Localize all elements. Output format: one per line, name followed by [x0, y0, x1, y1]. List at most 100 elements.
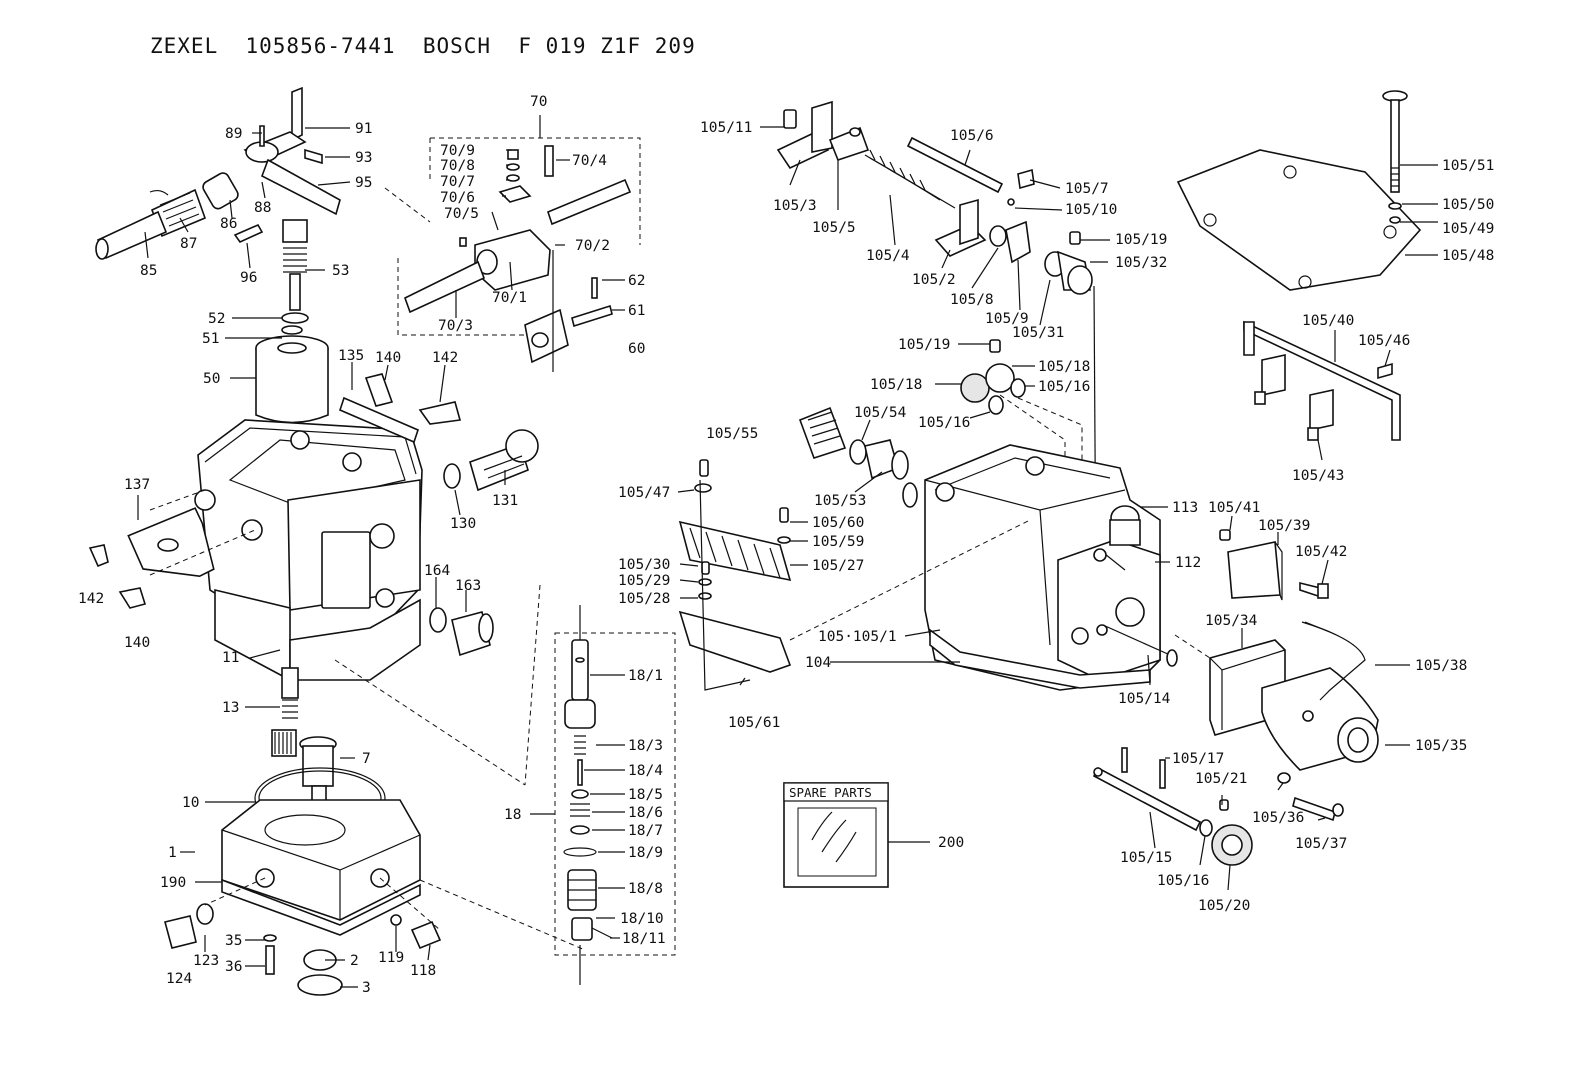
callout-112: 112: [1175, 555, 1201, 571]
callout-105-105-1: 105·105/1: [818, 629, 897, 645]
callout-105-14: 105/14: [1118, 691, 1171, 707]
callout-105-29: 105/29: [618, 573, 670, 589]
callout-131: 131: [492, 493, 518, 509]
governor-housing: [789, 444, 1178, 691]
callout-140-top: 140: [375, 350, 401, 366]
callout-105-3: 105/3: [773, 198, 817, 214]
callout-137: 137: [124, 477, 150, 493]
callout-70-4: 70/4: [572, 153, 607, 169]
callout-61: 61: [628, 303, 645, 319]
diagram-title: ZEXEL 105856-7441 BOSCH F 019 Z1F 209: [150, 34, 696, 58]
callout-89: 89: [225, 126, 242, 142]
leader-lines: [137, 115, 1438, 988]
callout-105-15: 105/15: [1120, 850, 1172, 866]
callout-105-60: 105/60: [812, 515, 864, 531]
callout-105-54: 105/54: [854, 405, 907, 421]
callout-105-61: 105/61: [728, 715, 780, 731]
callout-190: 190: [160, 875, 186, 891]
callout-105-39: 105/39: [1258, 518, 1310, 534]
solenoid-50: [255, 325, 329, 424]
callout-105-55: 105/55: [706, 426, 758, 442]
callout-105-11: 105/11: [700, 120, 752, 136]
callout-86: 86: [220, 216, 237, 232]
callout-96: 96: [240, 270, 257, 286]
callout-130: 130: [450, 516, 476, 532]
fitting-131: [443, 429, 539, 492]
callout-70-6: 70/6: [440, 190, 475, 206]
callout-105-16-bottom: 105/16: [1157, 873, 1209, 889]
callout-labels: 70 70/9 70/8 70/7 70/6 70/5 70/4 70/2 70…: [78, 94, 1494, 996]
callout-142-left: 142: [78, 591, 104, 607]
callout-105-38: 105/38: [1415, 658, 1467, 674]
callout-105-28: 105/28: [618, 591, 670, 607]
callout-105-30: 105/30: [618, 557, 670, 573]
callout-50: 50: [203, 371, 220, 387]
group-70: [397, 137, 641, 372]
callout-95: 95: [355, 175, 372, 191]
callout-18-3: 18/3: [628, 738, 663, 754]
callout-11: 11: [222, 650, 239, 666]
callout-87: 87: [180, 236, 197, 252]
callout-7: 7: [362, 751, 371, 767]
callout-88: 88: [254, 200, 271, 216]
callout-105-27: 105/27: [812, 558, 864, 574]
spare-parts-box: SPARE PARTS 200: [783, 782, 964, 888]
callout-51: 51: [202, 331, 219, 347]
callout-18-11: 18/11: [622, 931, 666, 947]
callout-105-43: 105/43: [1292, 468, 1344, 484]
callout-18-6: 18/6: [628, 805, 663, 821]
callout-105-35: 105/35: [1415, 738, 1467, 754]
bracket-39: [1219, 529, 1329, 601]
callout-105-42: 105/42: [1295, 544, 1347, 560]
cover-plate: [1176, 90, 1422, 291]
callout-105-9: 105/9: [985, 311, 1029, 327]
callout-70: 70: [530, 94, 547, 110]
callout-105-31: 105/31: [1012, 325, 1064, 341]
callout-70-3: 70/3: [438, 318, 473, 334]
motor: [1174, 621, 1379, 822]
base-1: [164, 799, 442, 996]
callout-10: 10: [182, 795, 199, 811]
callout-124: 124: [166, 971, 192, 987]
callout-105-4: 105/4: [866, 248, 910, 264]
callout-18-10: 18/10: [620, 911, 664, 927]
plug-163: [429, 607, 494, 657]
callout-105-51: 105/51: [1442, 158, 1494, 174]
callout-105-36: 105/36: [1252, 810, 1304, 826]
callout-104: 104: [805, 655, 831, 671]
actuator-parts: [798, 406, 918, 508]
plate-137: [88, 489, 256, 609]
callout-105-19-top: 105/19: [1115, 232, 1167, 248]
callout-105-20: 105/20: [1198, 898, 1250, 914]
callout-105-7: 105/7: [1065, 181, 1109, 197]
callout-60: 60: [628, 341, 645, 357]
callout-105-49: 105/49: [1442, 221, 1494, 237]
group-18: [554, 605, 676, 985]
callout-52: 52: [208, 311, 225, 327]
callout-18-9: 18/9: [628, 845, 663, 861]
callout-105-32: 105/32: [1115, 255, 1167, 271]
callout-2: 2: [350, 953, 359, 969]
callout-105-59: 105/59: [812, 534, 864, 550]
callout-18: 18: [504, 807, 521, 823]
clips: [339, 373, 462, 444]
callout-105-8: 105/8: [950, 292, 994, 308]
callout-70-8: 70/8: [440, 158, 475, 174]
callout-105-6: 105/6: [950, 128, 994, 144]
callout-18-4: 18/4: [628, 763, 663, 779]
callout-93: 93: [355, 150, 372, 166]
shaft-15: [1092, 747, 1253, 866]
callout-62: 62: [628, 273, 645, 289]
callout-35: 35: [225, 933, 242, 949]
bracket-40: [1243, 320, 1401, 441]
callout-70-2: 70/2: [575, 238, 610, 254]
callout-91: 91: [355, 121, 372, 137]
callout-105-53: 105/53: [814, 493, 866, 509]
callout-18-1: 18/1: [628, 668, 663, 684]
callout-105-16-left: 105/16: [918, 415, 970, 431]
callout-105-21: 105/21: [1195, 771, 1247, 787]
gear-cluster: [960, 339, 1083, 600]
callout-105-37: 105/37: [1295, 836, 1347, 852]
callout-70-1: 70/1: [492, 290, 527, 306]
